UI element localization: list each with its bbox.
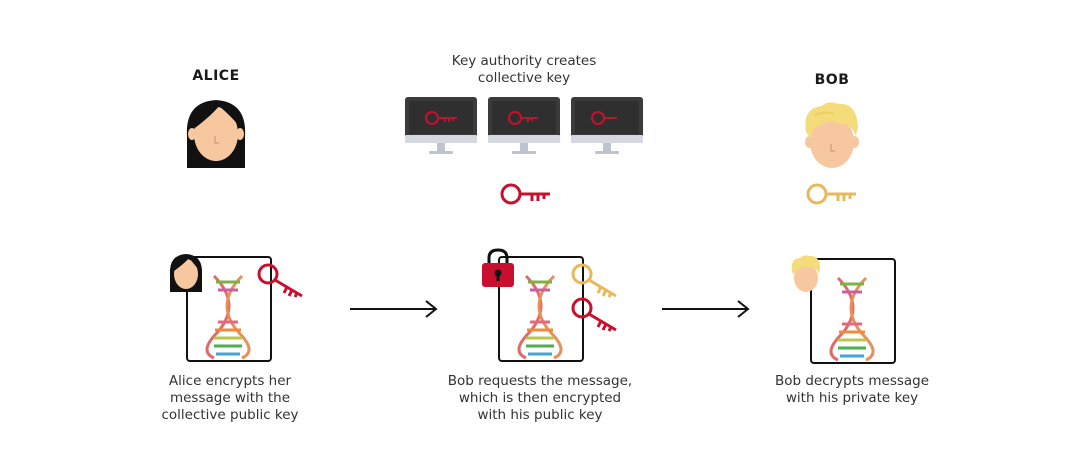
alice-name: ALICE — [192, 68, 240, 84]
monitor-icon — [405, 97, 477, 154]
key-icon — [500, 183, 550, 205]
bob-caption: Bob decrypts message with his private ke… — [732, 373, 972, 407]
message-panel — [498, 256, 584, 362]
message-panel — [186, 256, 272, 362]
lock-icon — [482, 248, 514, 287]
request-caption-line: Bob requests the message, — [447, 373, 633, 389]
monitor-icon — [488, 97, 560, 154]
alice-caption: Alice encrypts her message with the coll… — [110, 373, 350, 424]
alice-avatar-icon — [186, 100, 246, 168]
alice-avatar-icon — [169, 254, 203, 292]
arrow-icon — [662, 300, 750, 318]
alice-caption-line: Alice encrypts her — [168, 373, 292, 389]
bob-avatar-icon — [791, 255, 820, 292]
key-icon — [571, 297, 617, 332]
request-caption-line: which is then encrypted — [458, 390, 622, 406]
key-icon — [257, 263, 303, 298]
monitor-group — [405, 97, 643, 154]
request-caption-line: with his public key — [477, 407, 603, 423]
arrow-icon — [350, 300, 438, 318]
bob-caption-line: Bob decrypts message — [774, 373, 930, 389]
alice-caption-line: collective public key — [161, 407, 299, 423]
message-panel — [810, 258, 896, 364]
key-icon — [571, 263, 617, 298]
key-icon — [806, 183, 856, 205]
authority-caption-line: Key authority creates — [451, 53, 597, 69]
authority-caption: Key authority creates collective key — [404, 53, 644, 87]
dna-icon — [205, 274, 251, 360]
bob-name: BOB — [814, 72, 850, 88]
monitor-icon — [571, 97, 643, 154]
dna-icon — [517, 274, 563, 360]
authority-caption-line: collective key — [477, 70, 571, 86]
dna-icon — [829, 276, 875, 362]
bob-avatar-icon — [805, 102, 859, 168]
request-caption: Bob requests the message, which is then … — [420, 373, 660, 424]
bob-caption-line: with his private key — [785, 390, 919, 406]
alice-caption-line: message with the — [169, 390, 291, 406]
